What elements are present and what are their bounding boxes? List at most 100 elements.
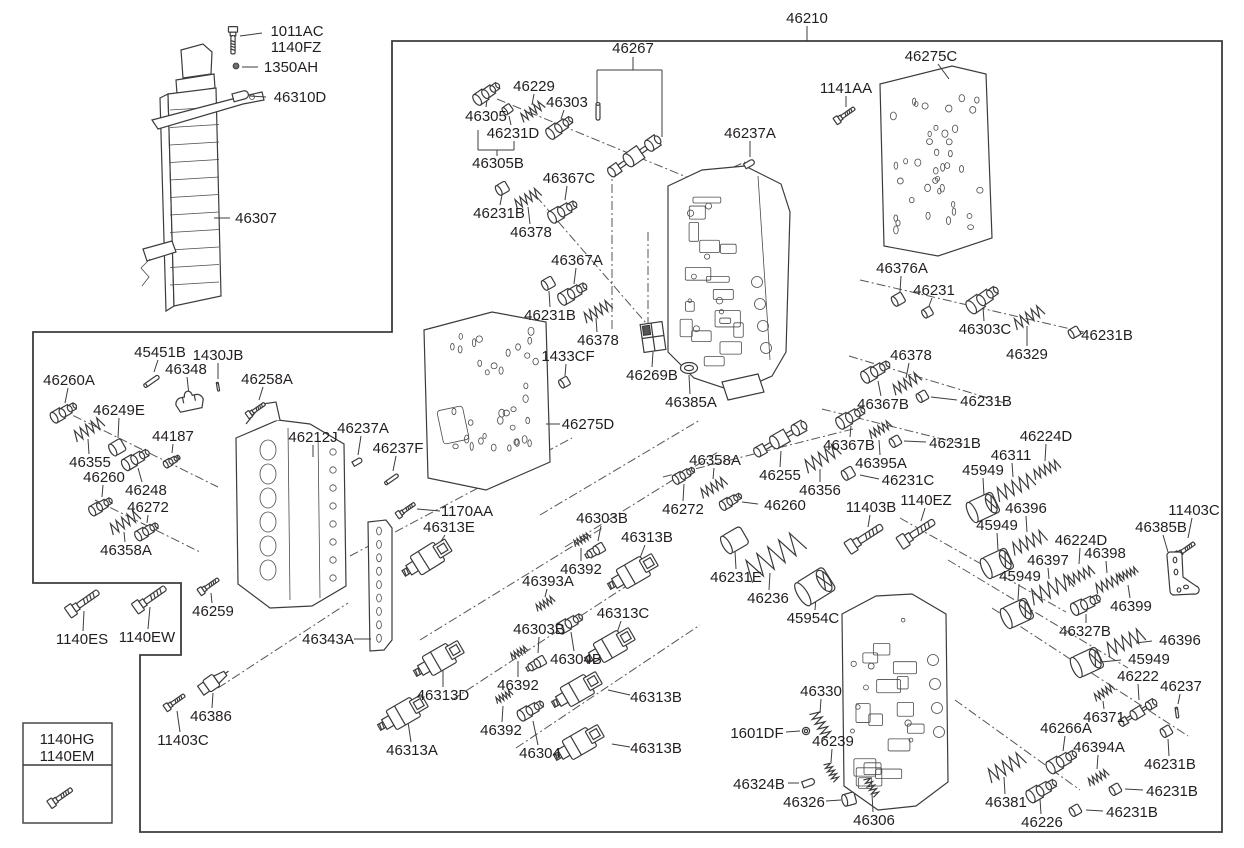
part-label-46376A[interactable]: 46376A — [876, 260, 928, 277]
part-label-46231B[interactable]: 46231B — [960, 393, 1012, 410]
part-label-11403C[interactable]: 11403C — [1168, 502, 1220, 519]
part-label-46327B[interactable]: 46327B — [1059, 623, 1111, 640]
part-label-46381[interactable]: 46381 — [985, 794, 1027, 811]
part-label-46231B[interactable]: 46231B — [473, 205, 525, 222]
part-label-46392[interactable]: 46392 — [480, 722, 522, 739]
part-label-46249E[interactable]: 46249E — [93, 402, 145, 419]
part-label-45949[interactable]: 45949 — [1128, 651, 1170, 668]
part-label-46237A[interactable]: 46237A — [724, 125, 776, 142]
part-label-46212J[interactable]: 46212J — [288, 429, 337, 446]
part-label-46371[interactable]: 46371 — [1083, 709, 1125, 726]
part-label-46231B[interactable]: 46231B — [1146, 783, 1198, 800]
part-label-46224D[interactable]: 46224D — [1020, 428, 1073, 445]
part-label-46367C[interactable]: 46367C — [543, 170, 596, 187]
part-label-46348[interactable]: 46348 — [165, 361, 207, 378]
part-label-46305[interactable]: 46305 — [465, 108, 507, 125]
part-label-46378[interactable]: 46378 — [577, 332, 619, 349]
part-label-46396[interactable]: 46396 — [1005, 500, 1047, 517]
part-label-46266A[interactable]: 46266A — [1040, 720, 1092, 737]
part-label-46260[interactable]: 46260 — [764, 497, 806, 514]
part-label-46304[interactable]: 46304 — [519, 745, 561, 762]
part-label-46260A[interactable]: 46260A — [43, 372, 95, 389]
part-label-45949[interactable]: 45949 — [999, 568, 1041, 585]
part-label-46303B[interactable]: 46303B — [576, 510, 628, 527]
part-label-46231B[interactable]: 46231B — [1081, 327, 1133, 344]
part-label-46393A[interactable]: 46393A — [522, 573, 574, 590]
part-label-46306[interactable]: 46306 — [853, 812, 895, 829]
part-label-46231[interactable]: 46231 — [913, 282, 955, 299]
part-label-46313B[interactable]: 46313B — [630, 689, 682, 706]
part-label-46394A[interactable]: 46394A — [1073, 739, 1125, 756]
part-label-46343A[interactable]: 46343A — [302, 631, 354, 648]
part-label-1140ES[interactable]: 1140ES — [56, 631, 108, 648]
part-label-46303B[interactable]: 46303B — [513, 621, 565, 638]
part-label-46385A[interactable]: 46385A — [665, 394, 717, 411]
part-label-1141AA[interactable]: 1141AA — [820, 80, 872, 97]
part-label-46385B[interactable]: 46385B — [1135, 519, 1187, 536]
part-label-46313B[interactable]: 46313B — [630, 740, 682, 757]
part-label-46275D[interactable]: 46275D — [562, 416, 615, 433]
part-label-46275C[interactable]: 46275C — [905, 48, 958, 65]
part-label-46272[interactable]: 46272 — [127, 499, 169, 516]
part-label-1170AA[interactable]: 1170AA — [441, 503, 493, 520]
part-label-46397[interactable]: 46397 — [1027, 552, 1069, 569]
part-label-1433CF[interactable]: 1433CF — [541, 348, 594, 365]
part-label-46398[interactable]: 46398 — [1084, 545, 1126, 562]
part-label-46324B[interactable]: 46324B — [733, 776, 785, 793]
part-label-46303[interactable]: 46303 — [546, 94, 588, 111]
part-label-1601DF[interactable]: 1601DF — [730, 725, 783, 742]
part-label-45949[interactable]: 45949 — [962, 462, 1004, 479]
part-label-1140EZ[interactable]: 1140EZ — [900, 492, 951, 509]
part-label-46367A[interactable]: 46367A — [551, 252, 603, 269]
part-label-1350AH[interactable]: 1350AH — [264, 59, 318, 76]
part-label-46269B[interactable]: 46269B — [626, 367, 678, 384]
part-label-46367B[interactable]: 46367B — [823, 437, 875, 454]
part-label-46231B[interactable]: 46231B — [1106, 804, 1158, 821]
part-label-46229[interactable]: 46229 — [513, 78, 555, 95]
part-label-11403B[interactable]: 11403B — [846, 499, 897, 516]
part-label-46304B[interactable]: 46304B — [550, 651, 602, 668]
part-label-46237F[interactable]: 46237F — [373, 440, 424, 457]
part-label-46392[interactable]: 46392 — [560, 561, 602, 578]
part-label-46329[interactable]: 46329 — [1006, 346, 1048, 363]
part-label-46272[interactable]: 46272 — [662, 501, 704, 518]
part-label-46231B[interactable]: 46231B — [929, 435, 981, 452]
part-label-46237A[interactable]: 46237A — [337, 420, 389, 437]
part-label-1011AC[interactable]: 1011AC — [270, 23, 323, 40]
part-label-46367B[interactable]: 46367B — [857, 396, 909, 413]
part-label-46231D[interactable]: 46231D — [487, 125, 540, 142]
part-label-46311[interactable]: 46311 — [991, 447, 1032, 464]
part-label-46313D[interactable]: 46313D — [417, 687, 470, 704]
part-label-44187[interactable]: 44187 — [152, 428, 194, 445]
part-label-46239[interactable]: 46239 — [812, 733, 854, 750]
part-label-46226[interactable]: 46226 — [1021, 814, 1063, 831]
part-label-46307[interactable]: 46307 — [235, 210, 277, 227]
part-label-46231C[interactable]: 46231C — [882, 472, 935, 489]
part-label-46236[interactable]: 46236 — [747, 590, 789, 607]
part-label-46222[interactable]: 46222 — [1117, 668, 1159, 685]
part-label-46237[interactable]: 46237 — [1160, 678, 1202, 695]
part-label-45954C[interactable]: 45954C — [787, 610, 840, 627]
part-label-46305B[interactable]: 46305B — [472, 155, 524, 172]
part-label-46386[interactable]: 46386 — [190, 708, 232, 725]
part-label-11403C[interactable]: 11403C — [157, 732, 209, 749]
part-label-1430JB[interactable]: 1430JB — [193, 347, 244, 364]
part-label-46356[interactable]: 46356 — [799, 482, 841, 499]
part-label-46303C[interactable]: 46303C — [959, 321, 1012, 338]
part-label-46313E[interactable]: 46313E — [423, 519, 475, 536]
part-label-46326[interactable]: 46326 — [783, 794, 825, 811]
part-label-46231B[interactable]: 46231B — [524, 307, 576, 324]
part-label-46392[interactable]: 46392 — [497, 677, 539, 694]
part-label-46399[interactable]: 46399 — [1110, 598, 1152, 615]
part-label-46231E[interactable]: 46231E — [710, 569, 762, 586]
part-label-45949[interactable]: 45949 — [976, 517, 1018, 534]
part-label-46259[interactable]: 46259 — [192, 603, 234, 620]
part-label-46255[interactable]: 46255 — [759, 467, 801, 484]
assembly-number-label[interactable]: 46210 — [786, 10, 828, 27]
part-label-46260[interactable]: 46260 — [83, 469, 125, 486]
part-label-1140HG[interactable]: 1140HG — [40, 731, 95, 748]
part-label-46313B[interactable]: 46313B — [621, 529, 673, 546]
part-label-46358A[interactable]: 46358A — [100, 542, 152, 559]
part-label-46355[interactable]: 46355 — [69, 454, 111, 471]
part-label-46224D[interactable]: 46224D — [1055, 532, 1108, 549]
